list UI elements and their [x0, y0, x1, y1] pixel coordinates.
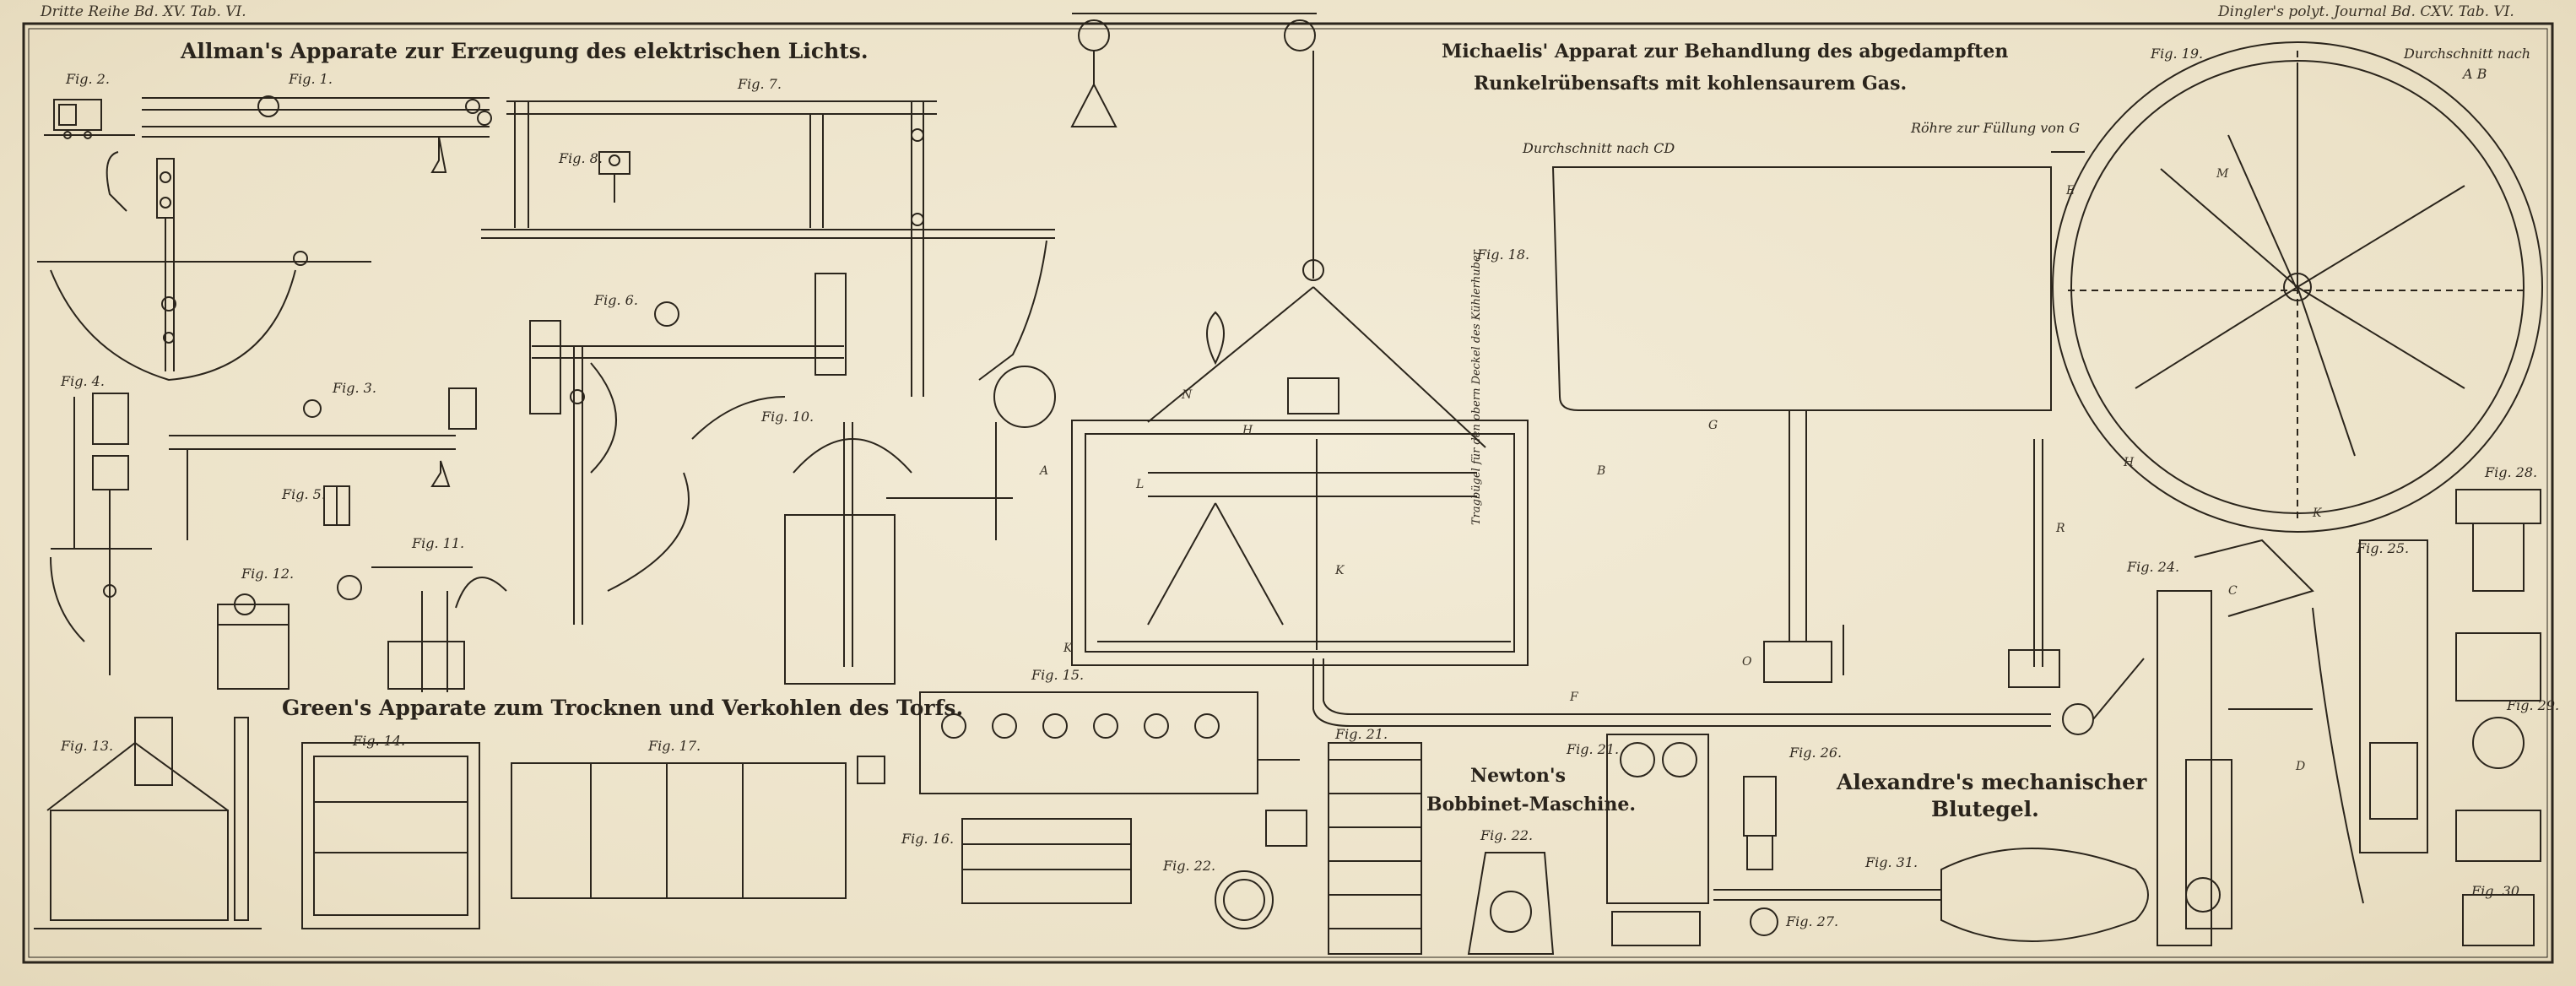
letter-o: O	[1742, 655, 1752, 669]
letter-n: N	[1182, 388, 1193, 402]
fig-label-16: Fig. 16.	[901, 831, 955, 847]
note-durchschnitt-cd: Durchschnitt nach CD	[1523, 140, 1675, 156]
letter-b: B	[1597, 464, 1606, 478]
fig28-30-drawing	[2455, 489, 2541, 946]
fig-label-22b: Fig. 22.	[1480, 827, 1534, 843]
fig-label-24: Fig. 24.	[2127, 559, 2180, 575]
fig12-drawing	[217, 593, 290, 690]
fig16-drawing	[961, 818, 1132, 904]
letter-h-wheel: H	[2124, 456, 2135, 469]
letter-k-left: K	[1063, 642, 1073, 655]
header-left: Dritte Reihe Bd. XV. Tab. VI.	[41, 3, 246, 20]
fig11-drawing	[337, 566, 507, 692]
fig-label-3: Fig. 3.	[333, 380, 376, 396]
fig13-kiln	[34, 717, 262, 929]
fig18-pipes	[1312, 658, 2145, 735]
fig21-bobbins	[1328, 742, 1422, 955]
fig-label-6: Fig. 6.	[594, 292, 638, 308]
letter-k-wheel: K	[2313, 507, 2322, 520]
fig4-drawing	[50, 393, 152, 675]
header-right: Dingler's polyt. Journal Bd. CXV. Tab. V…	[2218, 3, 2514, 20]
fig14-drawing	[301, 742, 480, 929]
fig2-drawing	[44, 99, 135, 139]
fig31-bulb	[1713, 848, 2149, 942]
letter-f: F	[1570, 691, 1578, 704]
fig-label-25: Fig. 25.	[2357, 540, 2410, 556]
fig10-drawing	[784, 366, 1056, 685]
letter-m: M	[2216, 167, 2229, 181]
fig-label-2: Fig. 2.	[66, 71, 110, 87]
fig-label-14: Fig. 14.	[353, 733, 406, 749]
title-michaelis-2: Runkelrübensafts mit kohlensaurem Gas.	[1474, 73, 1908, 95]
allman-basin	[37, 218, 371, 382]
title-newton-1: Newton's	[1470, 765, 1566, 787]
fig15-drawing	[919, 691, 1307, 847]
letter-a: A	[1040, 464, 1049, 478]
fig-label-18: Fig. 18.	[1477, 246, 1530, 263]
fig-label-12: Fig. 12.	[241, 566, 295, 582]
fig-label-15: Fig. 15.	[1031, 667, 1085, 683]
letter-k-center: K	[1335, 564, 1345, 577]
fig-label-19: Fig. 19.	[2151, 46, 2204, 62]
fig-label-26: Fig. 26.	[1789, 745, 1843, 761]
note-tragbuegel: Tragbügel für den obern Deckel des Kühle…	[1470, 250, 1483, 525]
fig-label-21a: Fig. 21.	[1335, 726, 1388, 742]
fig-label-5: Fig. 5.	[282, 486, 326, 502]
note-durchschnitt-ab-2: A B	[2463, 66, 2487, 82]
fig-label-17: Fig. 17.	[648, 738, 701, 754]
fig-label-13: Fig. 13.	[61, 738, 114, 754]
title-newton-2: Bobbinet-Maschine.	[1426, 794, 1637, 815]
fig-label-30: Fig. 30.	[2471, 883, 2525, 899]
fig-label-1: Fig. 1.	[289, 71, 333, 87]
letter-d: D	[2296, 760, 2306, 773]
fig19-wheel	[2052, 41, 2543, 533]
title-green: Green's Apparate zum Trocknen und Verkoh…	[282, 696, 964, 720]
note-roehre: Röhre zur Füllung von G	[1911, 120, 2081, 136]
title-michaelis-1: Michaelis' Apparat zur Behandlung des ab…	[1442, 41, 2009, 62]
fig-label-10: Fig. 10.	[761, 409, 814, 425]
fig22-drawing	[1215, 852, 1555, 955]
fig1-drawing	[106, 95, 492, 219]
letter-g: G	[1708, 419, 1718, 432]
title-allman: Allman's Apparate zur Erzeugung des elek…	[181, 39, 869, 63]
fig-label-21b: Fig. 21.	[1567, 741, 1620, 757]
note-durchschnitt-ab-1: Durchschnitt nach	[2404, 46, 2530, 62]
fig-label-28: Fig. 28.	[2485, 464, 2538, 480]
fig21-machine	[1606, 734, 1709, 946]
fig18-tank	[1071, 311, 1529, 666]
fig-label-4: Fig. 4.	[61, 373, 105, 389]
letter-h: H	[1242, 424, 1253, 437]
fig-label-22a: Fig. 22.	[1163, 858, 1216, 874]
fig8-drawing	[598, 151, 630, 203]
fig7-drawing	[481, 100, 1055, 397]
letter-r: R	[2056, 522, 2065, 535]
title-alexandre-2: Blutegel.	[1931, 797, 2039, 821]
fig3-drawing	[169, 387, 477, 540]
fig5-drawing	[323, 485, 350, 526]
fig18-suspension	[1070, 13, 1486, 448]
fig-label-11: Fig. 11.	[412, 535, 465, 551]
fig-label-7: Fig. 7.	[738, 76, 782, 92]
title-alexandre-1: Alexandre's mechanischer	[1837, 770, 2147, 794]
fig26-27-drawing	[1743, 776, 1778, 936]
fig-label-31: Fig. 31.	[1865, 854, 1918, 870]
fig6-drawing	[529, 273, 847, 625]
fig-label-27: Fig. 27.	[1786, 913, 1839, 929]
fig-label-29: Fig. 29.	[2507, 697, 2560, 713]
fig24-leech	[2157, 539, 2364, 946]
fig18-section	[1551, 151, 2085, 688]
fig-label-8: Fig. 8.	[559, 150, 603, 166]
letter-l: L	[1136, 478, 1145, 491]
fig17-drawing	[511, 756, 885, 899]
letter-e: E	[2066, 184, 2075, 198]
letter-c: C	[2228, 584, 2238, 598]
fig25-drawing	[2359, 539, 2428, 853]
